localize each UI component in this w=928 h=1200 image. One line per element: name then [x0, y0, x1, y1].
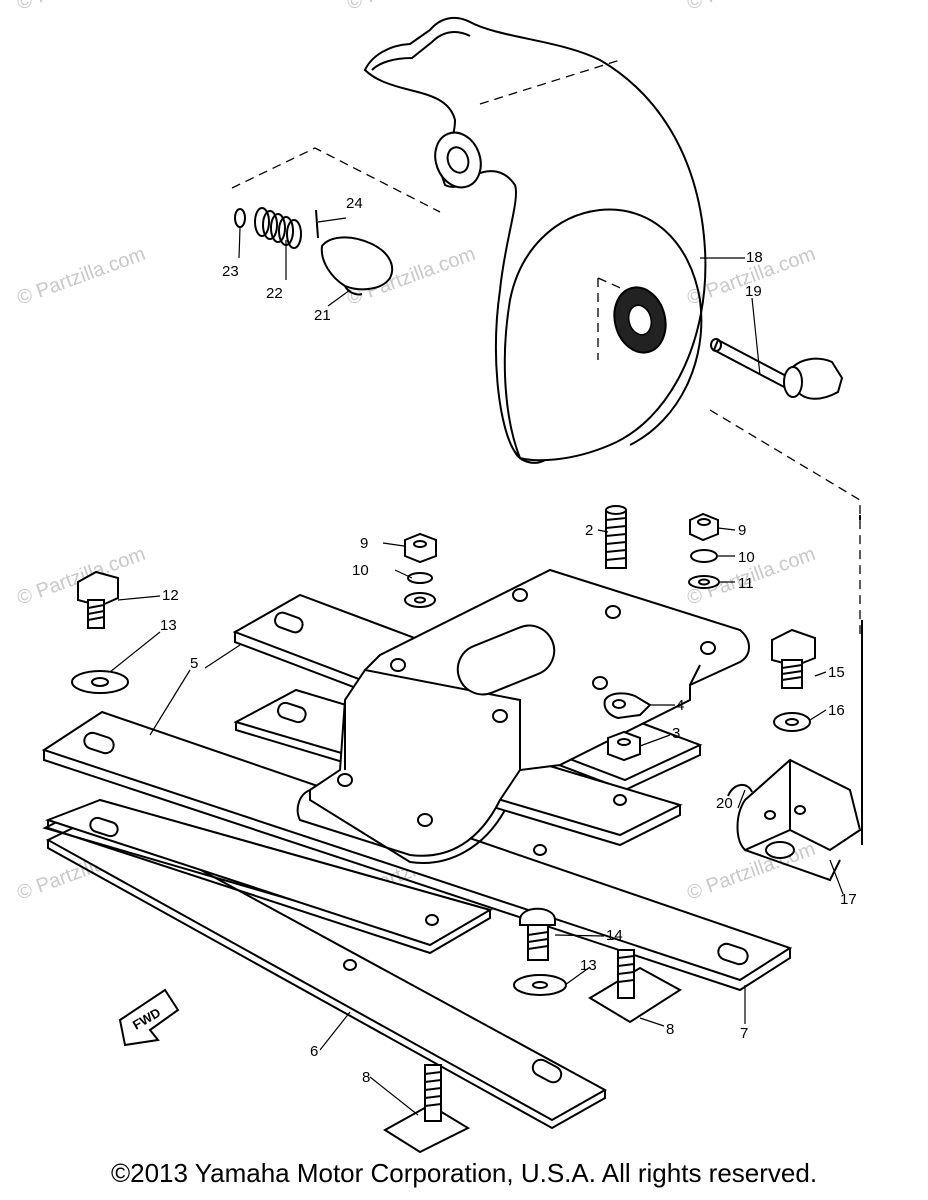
- callout-7: 7: [740, 1025, 748, 1042]
- watermark: © Partzilla.com: [684, 0, 818, 15]
- callout-23: 23: [222, 263, 239, 280]
- tbolt-8-bottom: [383, 1064, 471, 1154]
- callout-labels: 24 23 22 21 18 19 2 9 10 9 10 11 12 13 5…: [160, 195, 857, 1086]
- callout-9-right: 9: [738, 522, 746, 539]
- callout-3: 3: [672, 725, 680, 742]
- callout-20: 20: [716, 795, 733, 812]
- plate-6: [45, 813, 608, 1130]
- callout-12: 12: [162, 587, 179, 604]
- leader-lines: [109, 217, 844, 1116]
- callout-14: 14: [606, 927, 623, 944]
- callout-10-right: 10: [738, 549, 755, 566]
- leader-lines: [479, 59, 621, 105]
- leader-lines: [709, 409, 861, 640]
- callout-19: 19: [745, 283, 762, 300]
- nut-9-center: [404, 532, 437, 608]
- callout-8-bottom: 8: [362, 1069, 370, 1086]
- copyright-notice: ©2013 Yamaha Motor Corporation, U.S.A. A…: [110, 1158, 818, 1188]
- callout-18: 18: [746, 249, 763, 266]
- watermark: © Partzilla.com: [344, 0, 478, 15]
- nut-9-right: [688, 512, 720, 589]
- callout-16: 16: [828, 702, 845, 719]
- shaft: [710, 338, 844, 400]
- bolt-15: [771, 628, 816, 689]
- callout-8-right: 8: [666, 1021, 674, 1038]
- callout-15: 15: [828, 664, 845, 681]
- callout-6: 6: [310, 1043, 318, 1060]
- watermark: © Partzilla.com: [14, 0, 148, 15]
- callout-13-left: 13: [160, 617, 177, 634]
- callout-21: 21: [314, 307, 331, 324]
- callout-10-center: 10: [352, 562, 369, 579]
- callout-5: 5: [190, 655, 198, 672]
- fan-housing: [363, 16, 707, 464]
- spacer-4: [603, 692, 652, 720]
- nut-3: [607, 730, 641, 762]
- callout-9-center: 9: [360, 535, 368, 552]
- callout-13-lower: 13: [580, 957, 597, 974]
- clip-20: [727, 784, 753, 797]
- engine-mount-bracket: [296, 568, 750, 864]
- spring-assembly: [234, 207, 394, 296]
- washer-13: [71, 670, 129, 694]
- callout-22: 22: [266, 285, 283, 302]
- bolt-12: [77, 570, 119, 629]
- leader-lines: [231, 147, 441, 213]
- callout-11: 11: [738, 575, 754, 592]
- leader-lines: [859, 515, 863, 845]
- callout-17: 17: [840, 891, 857, 908]
- washer-16: [773, 712, 811, 732]
- plate-6b: [45, 798, 493, 955]
- tbolt-8-right: [588, 949, 682, 1024]
- callout-4: 4: [676, 697, 684, 714]
- callout-2: 2: [585, 522, 593, 539]
- bolt-14: [519, 907, 556, 961]
- watermark: © Partzilla.com: [14, 243, 148, 310]
- bracket-17: [736, 758, 862, 882]
- fwd-arrow-icon: FWD: [118, 988, 180, 1047]
- stud-2: [605, 505, 627, 569]
- callout-24: 24: [346, 195, 363, 212]
- washer-13-lower: [513, 974, 567, 996]
